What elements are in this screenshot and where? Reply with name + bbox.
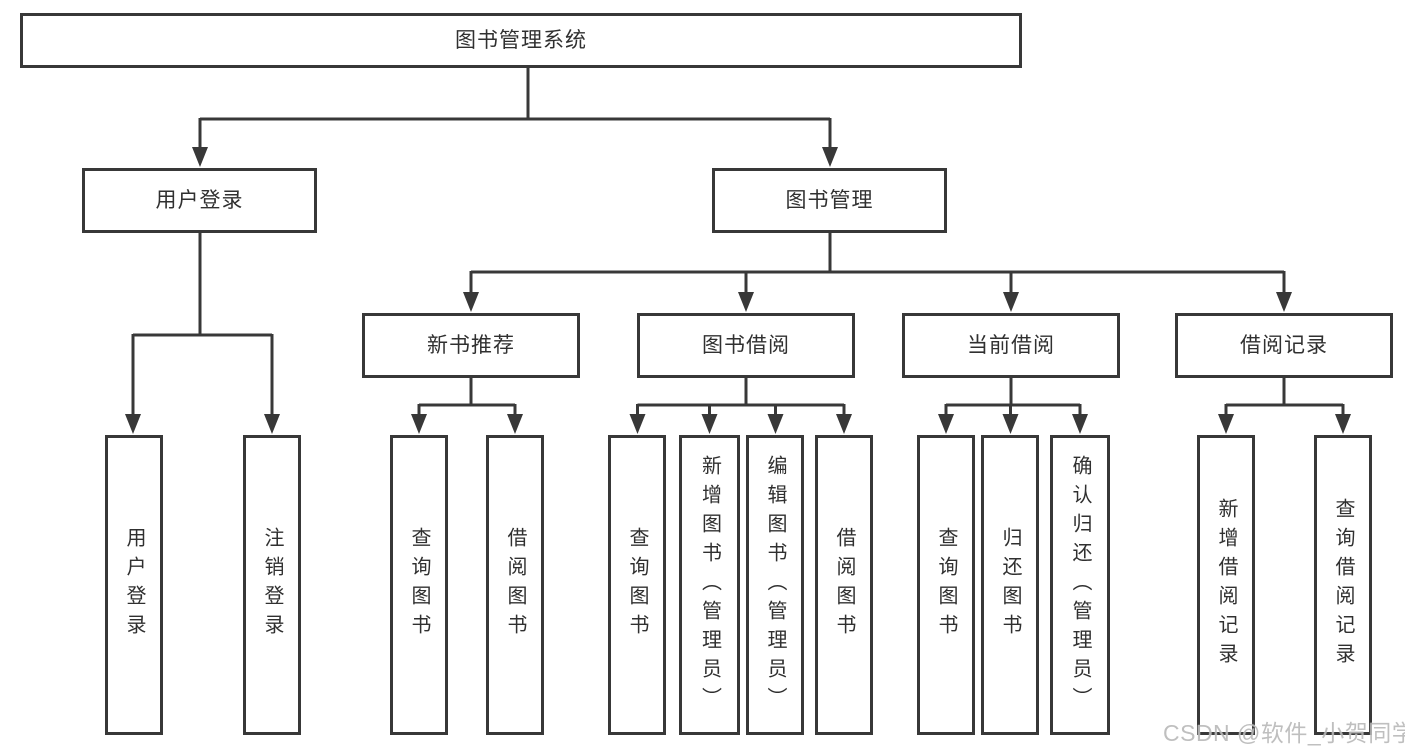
- node-library-management-system: 图书管理系统: [20, 13, 1022, 68]
- node-new-book-recommend: 新书推荐: [362, 313, 580, 378]
- node-borrow-record: 借阅记录: [1175, 313, 1393, 378]
- node-label: 新书推荐: [427, 334, 515, 357]
- leaf-add-borrow-record: 新增借阅记录: [1197, 435, 1255, 735]
- leaf-label: 新增图书（管理员）: [698, 454, 721, 716]
- csdn-watermark: CSDN @软件_小贺同学: [1163, 720, 1405, 746]
- node-label: 当前借阅: [967, 334, 1055, 357]
- node-label: 借阅记录: [1240, 334, 1328, 357]
- leaf-query-books: 查询图书: [917, 435, 975, 735]
- leaf-label: 新增借阅记录: [1215, 498, 1237, 672]
- leaf-label: 确认归还（管理员）: [1069, 454, 1091, 716]
- leaf-label: 归还图书: [999, 527, 1021, 643]
- leaf-label: 查询借阅记录: [1332, 498, 1354, 672]
- leaf-label: 借阅图书: [833, 527, 855, 643]
- node-label: 图书管理: [785, 189, 874, 212]
- leaf-borrow-books: 借阅图书: [486, 435, 544, 735]
- leaf-return-books: 归还图书: [981, 435, 1039, 735]
- leaf-label: 借阅图书: [504, 527, 526, 643]
- node-user-login: 用户登录: [82, 168, 317, 233]
- node-book-management: 图书管理: [712, 168, 947, 233]
- leaf-query-borrow-record: 查询借阅记录: [1314, 435, 1372, 735]
- leaf-borrow-books: 借阅图书: [815, 435, 873, 735]
- leaf-query-books: 查询图书: [390, 435, 448, 735]
- node-label: 用户登录: [155, 189, 244, 212]
- leaf-label: 用户登录: [123, 527, 145, 643]
- leaf-label: 编辑图书（管理员）: [764, 454, 786, 716]
- leaf-label: 查询图书: [626, 527, 648, 643]
- node-label: 图书借阅: [702, 334, 790, 357]
- leaf-confirm-return-admin: 确认归还（管理员）: [1050, 435, 1110, 735]
- leaf-label: 注销登录: [261, 527, 283, 643]
- leaf-label: 查询图书: [935, 527, 957, 643]
- leaf-edit-books-admin: 编辑图书（管理员）: [746, 435, 804, 735]
- leaf-logout: 注销登录: [243, 435, 301, 735]
- node-label: 图书管理系统: [455, 29, 587, 52]
- node-book-borrow: 图书借阅: [637, 313, 855, 378]
- node-current-borrow: 当前借阅: [902, 313, 1120, 378]
- leaf-query-books: 查询图书: [608, 435, 666, 735]
- leaf-label: 查询图书: [408, 527, 430, 643]
- leaf-user-login: 用户登录: [105, 435, 163, 735]
- leaf-add-books-admin: 新增图书（管理员）: [679, 435, 740, 735]
